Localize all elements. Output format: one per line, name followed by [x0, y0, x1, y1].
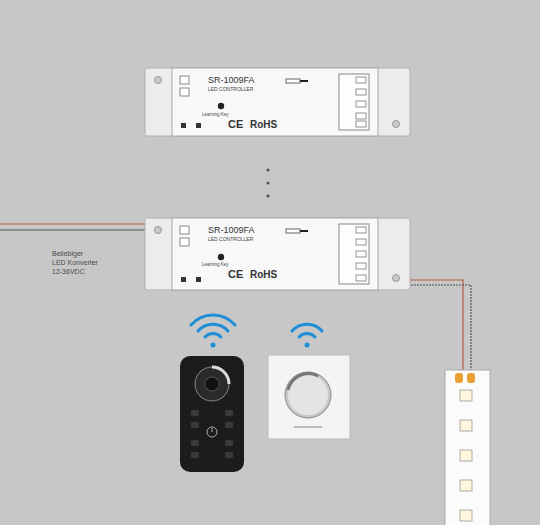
button-label: Learning Key	[202, 113, 229, 118]
product-type: LED CONTROLLER	[208, 87, 253, 93]
led-strip	[445, 370, 490, 525]
converter-note: 12-36VDC	[52, 268, 85, 276]
wire	[372, 285, 471, 372]
wireless-symbol	[191, 315, 235, 348]
led-controller: SR-1009FALED CONTROLLER Learning KeyCE RoH…	[172, 218, 378, 290]
rohs-mark: RoHS	[250, 269, 277, 280]
ce-mark: CE	[228, 118, 243, 130]
ce-mark: CE	[228, 268, 243, 280]
model-name: SR-1009FA	[208, 226, 255, 236]
controller-housing	[145, 68, 410, 136]
model-name: SR-1009FA	[208, 76, 255, 86]
product-type: LED CONTROLLER	[208, 237, 253, 243]
rohs-mark: RoHS	[250, 119, 277, 130]
converter-note: Beliebiger	[52, 250, 83, 258]
continuation-dots	[266, 168, 269, 197]
remote-control	[180, 356, 244, 472]
wire	[372, 280, 463, 372]
converter-note: LED Konverter	[52, 259, 98, 267]
wireless-symbol	[292, 324, 322, 347]
led-controller: SR-1009FALED CONTROLLER Learning KeyCE RoH…	[172, 68, 378, 136]
button-label: Learning Key	[202, 263, 229, 268]
wall-dimmer	[268, 355, 350, 439]
controller-housing	[145, 218, 410, 290]
